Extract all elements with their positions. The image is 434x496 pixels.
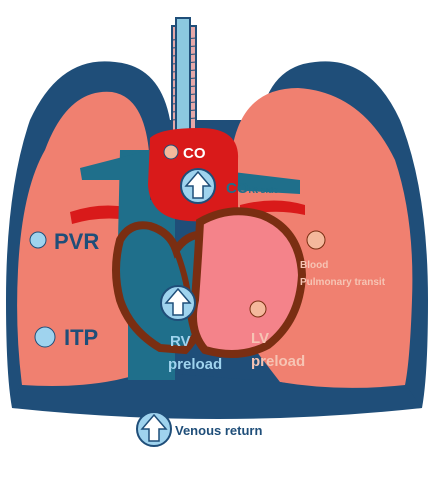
lv-label: LV [251, 330, 269, 347]
lower-body [12, 372, 422, 419]
lv-preload-marker [249, 300, 267, 318]
rv-preload-label: preload [168, 356, 222, 373]
up-arrow-icon [136, 411, 172, 447]
trachea-cap [175, 17, 191, 131]
co-rt-main: CO [226, 180, 249, 197]
co-label: CO [183, 145, 206, 162]
pvr-marker [29, 231, 47, 249]
co-rt-subscript: Rt side [249, 185, 279, 195]
lv-preload-label: preload [251, 353, 305, 370]
venous-return-label: Venous return [175, 423, 262, 438]
rv-label: RV [170, 333, 191, 350]
itp-marker [34, 326, 56, 348]
blood-label: Blood [300, 260, 328, 271]
pulmonary-transit-label: Pulmonary transit [300, 277, 386, 288]
co-marker [163, 144, 179, 160]
up-arrow-icon [180, 168, 216, 204]
itp-label: ITP [64, 325, 98, 350]
blood-transit-marker [306, 230, 326, 250]
up-arrow-icon [160, 285, 196, 321]
co-rt-label: CORt side [226, 180, 279, 197]
left-ventricle [189, 207, 307, 358]
pvr-label: PVR [54, 229, 99, 254]
